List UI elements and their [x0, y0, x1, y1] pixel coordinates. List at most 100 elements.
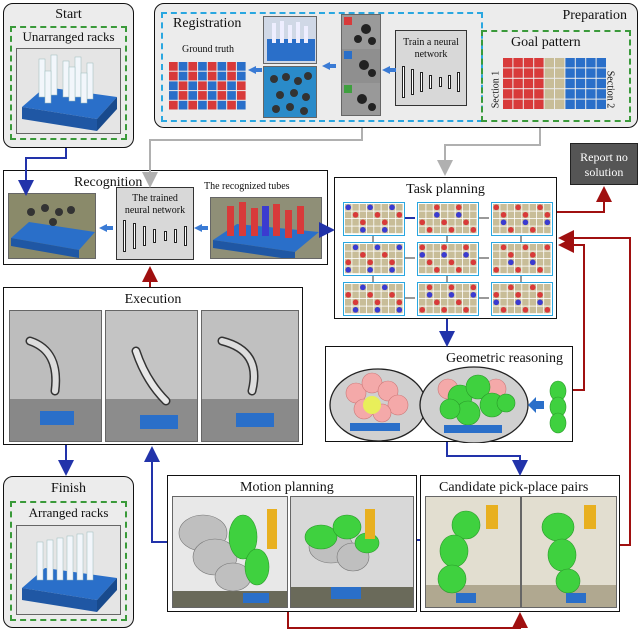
rack-cell — [513, 89, 523, 99]
rack-cell — [217, 91, 227, 100]
start-rack-photo — [16, 48, 121, 134]
section-1-label: Section 1 — [490, 70, 502, 109]
rack-cell — [513, 58, 523, 68]
rack-cell — [523, 68, 534, 78]
rack-cell — [534, 78, 544, 89]
rack-cell — [565, 99, 575, 109]
execution-photo-3 — [201, 310, 299, 442]
rack-cell — [523, 58, 534, 68]
goal-pattern-dashed-frame — [481, 30, 631, 122]
rack-cell — [207, 71, 217, 81]
task-state-grid — [417, 282, 479, 316]
rack-cell — [217, 81, 227, 91]
arrow-motion-to-candidate — [287, 612, 528, 629]
rack-cell — [503, 99, 513, 109]
start-title: Start — [55, 7, 82, 22]
rack-cell — [503, 89, 513, 99]
rack-cell — [534, 89, 544, 99]
start-box: Start Unarranged racks — [3, 3, 134, 148]
rack-cell — [513, 68, 523, 78]
train-network-label-2: network — [414, 49, 448, 60]
arrow-prep-to-task-planning — [437, 128, 541, 176]
finish-dashed-frame — [10, 501, 127, 621]
task-state-grid — [491, 282, 553, 316]
rack-cell — [555, 99, 565, 109]
rack-cell — [575, 58, 586, 68]
start-rack-illustration — [22, 54, 117, 131]
rack-cell — [544, 68, 554, 78]
train-network-label-1: Train a neural — [403, 37, 459, 48]
rack-cell — [534, 68, 544, 78]
rack-cell — [207, 81, 217, 91]
rack-cell — [596, 68, 606, 78]
rack-cell — [565, 89, 575, 99]
rack-cell — [534, 99, 544, 109]
rack-cell — [178, 71, 188, 81]
rack-cell — [169, 81, 178, 91]
rack-cell — [523, 89, 534, 99]
rack-cell — [575, 99, 586, 109]
preparation-title: Preparation — [562, 8, 627, 23]
rack-cell — [178, 62, 188, 71]
registration-crops — [341, 14, 381, 116]
geometric-reasoning-illustration — [329, 366, 567, 443]
start-dashed-frame — [10, 26, 127, 140]
recognized-tubes-photo — [210, 197, 322, 259]
recognition-input-photo — [8, 193, 96, 259]
finish-title: Finish — [50, 481, 86, 496]
rack-cell — [227, 91, 236, 100]
task-planning-states — [335, 178, 558, 320]
execution-photo-1 — [9, 310, 102, 442]
task-state-grid — [343, 282, 405, 316]
rack-cell — [596, 89, 606, 99]
rack-cell — [207, 62, 217, 71]
registration-title: Registration — [173, 16, 242, 31]
task-planning-title: Task planning — [406, 182, 485, 197]
rack-cell — [188, 62, 198, 71]
execution-box: Execution — [3, 287, 303, 445]
rack-cell — [178, 81, 188, 91]
recognition-title: Recognition — [74, 175, 143, 190]
rack-cell — [236, 71, 246, 81]
recognized-tubes-label: The recognized tubes — [204, 181, 290, 192]
rack-cell — [586, 58, 596, 68]
ground-truth-grid — [169, 62, 246, 110]
start-subtitle: Unarranged racks — [22, 29, 115, 44]
registration-photo-a — [263, 16, 317, 64]
rack-cell — [198, 81, 207, 91]
arrow-motion-to-execution — [144, 446, 167, 543]
rack-cell — [227, 81, 236, 91]
rack-cell — [575, 89, 586, 99]
rack-cell — [236, 100, 246, 110]
rack-cell — [586, 99, 596, 109]
rack-cell — [169, 100, 178, 110]
motion-planning-view-1 — [172, 496, 288, 608]
motion-planning-box: Motion planning — [167, 475, 417, 612]
rack-cell — [596, 99, 606, 109]
rack-cell — [523, 99, 534, 109]
rack-cell — [565, 68, 575, 78]
task-state-grid — [343, 242, 405, 276]
rack-cell — [544, 99, 554, 109]
rack-cell — [198, 71, 207, 81]
rack-cell — [236, 81, 246, 91]
arrow-task-to-report — [557, 186, 612, 213]
rack-cell — [207, 91, 217, 100]
rack-cell — [575, 78, 586, 89]
preparation-box: Preparation Registration Ground truth Tr… — [154, 3, 638, 128]
rack-cell — [586, 78, 596, 89]
finish-subtitle: Arranged racks — [28, 505, 109, 520]
candidate-pair-view-2 — [521, 496, 617, 608]
task-state-grid — [491, 202, 553, 236]
rack-cell — [198, 100, 207, 110]
task-planning-box: Task planning — [334, 177, 557, 319]
candidate-pairs-box: Candidate pick-place pairs — [420, 475, 620, 612]
rack-cell — [178, 100, 188, 110]
goal-pattern-grid — [503, 58, 606, 109]
rack-cell — [513, 99, 523, 109]
rack-cell — [544, 58, 554, 68]
trained-network-layers — [123, 219, 187, 253]
rack-cell — [217, 100, 227, 110]
arrow-geometric-to-candidate — [446, 442, 528, 476]
